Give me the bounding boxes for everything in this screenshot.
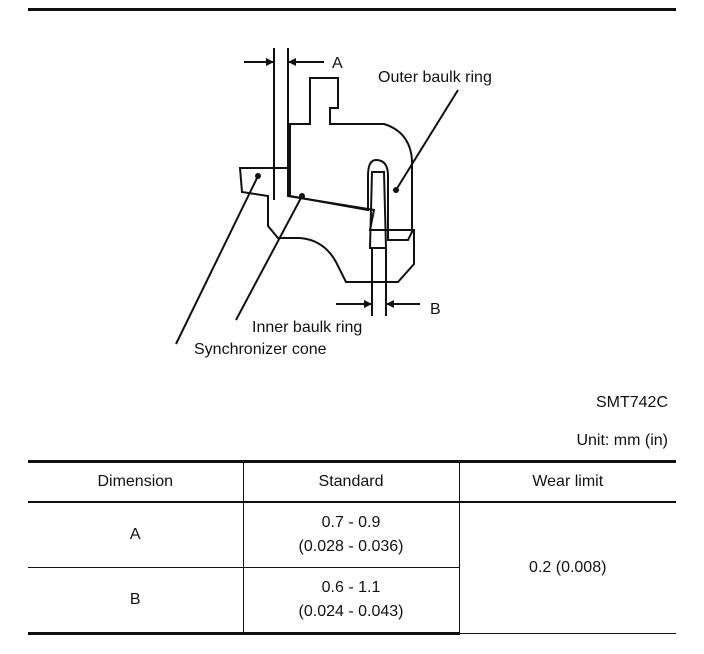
standard-cell: 0.6 - 1.1 (0.024 - 0.043) [242, 567, 459, 635]
standard-cell: 0.7 - 0.9 (0.028 - 0.036) [242, 502, 460, 568]
spec-table: Dimension Standard Wear limit A 0.7 - 0.… [28, 460, 676, 635]
table-row: A 0.7 - 0.9 (0.028 - 0.036) 0.2 (0.008) [28, 502, 676, 634]
synchronizer-cone-label: Synchronizer cone [194, 341, 327, 358]
table-row: B 0.6 - 1.1 (0.024 - 0.043) [28, 567, 676, 635]
standard-mm: 0.7 - 0.9 [321, 514, 381, 531]
unit-label: Unit: mm (in) [576, 432, 668, 449]
dimension-cell: A [28, 502, 244, 568]
standard-mm: 0.6 - 1.1 [321, 579, 381, 596]
header-wear-limit: Wear limit [458, 460, 676, 503]
label-a: A [332, 55, 343, 72]
figure-code: SMT742C [595, 394, 668, 411]
wear-limit-cell: 0.2 (0.008) [458, 502, 676, 634]
top-rule [28, 8, 676, 11]
standard-in: (0.024 - 0.043) [298, 603, 404, 620]
inner-baulk-ring-label: Inner baulk ring [252, 319, 362, 336]
label-b: B [430, 301, 441, 318]
header-row: Dimension Standard Wear limit [28, 460, 676, 503]
outer-baulk-ring-label: Outer baulk ring [378, 69, 492, 86]
header-standard: Standard [242, 460, 460, 503]
outer-baulk-ring-shape [289, 77, 413, 241]
baulk-ring-diagram: A B Outer baulk ring Inner baulk ring Sy… [175, 48, 492, 358]
header-dimension: Dimension [28, 460, 244, 503]
standard-in: (0.028 - 0.036) [298, 538, 404, 555]
dimension-cell: B [28, 567, 244, 635]
